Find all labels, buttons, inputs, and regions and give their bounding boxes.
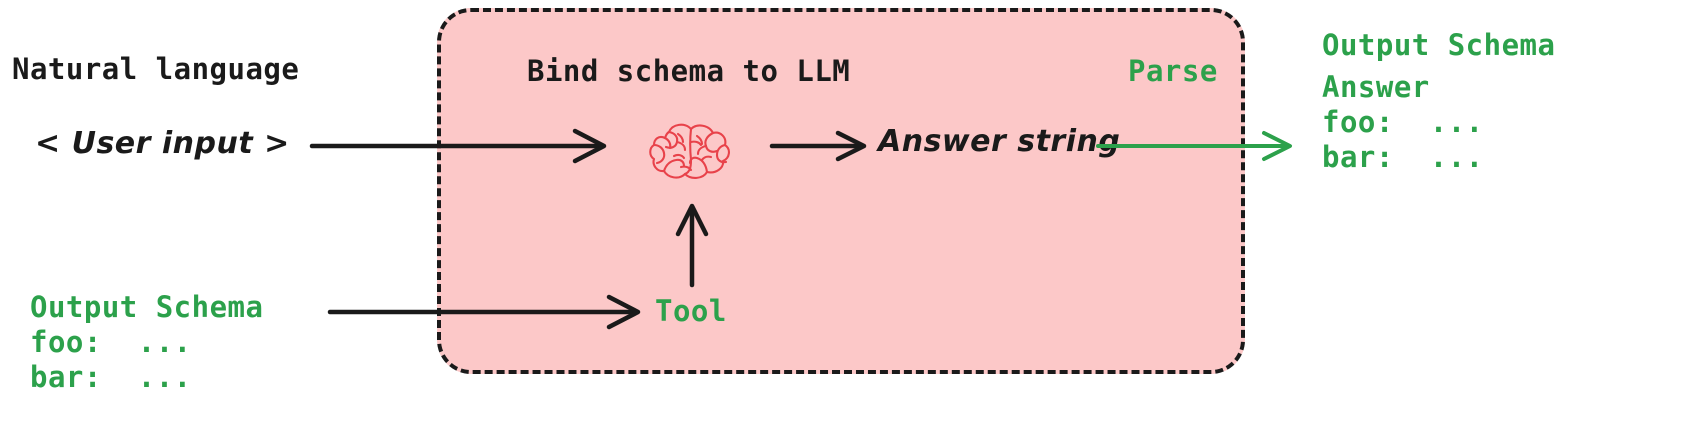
left-output-schema-fields: foo: ... bar: ... bbox=[30, 325, 192, 394]
brain-icon bbox=[649, 123, 730, 179]
answer-string-label: Answer string bbox=[878, 124, 1121, 159]
left-output-schema-title: Output Schema bbox=[30, 290, 264, 324]
parse-label: Parse bbox=[1128, 54, 1218, 88]
right-answer-label: Answer bbox=[1322, 70, 1430, 104]
left-output-schema-block: Output Schema foo: ... bar: ... bbox=[30, 290, 263, 395]
tool-label: Tool bbox=[655, 294, 727, 328]
user-input-label: < User input > bbox=[35, 126, 290, 161]
schema-spacer bbox=[1322, 63, 1555, 70]
right-output-schema-block: Output Schema Answer foo: ... bar: ... bbox=[1322, 28, 1555, 175]
bind-schema-label: Bind schema to LLM bbox=[527, 54, 851, 88]
natural-language-heading: Natural language bbox=[12, 52, 300, 86]
right-output-schema-title: Output Schema bbox=[1322, 28, 1556, 62]
right-output-schema-fields: foo: ... bar: ... bbox=[1322, 105, 1484, 174]
